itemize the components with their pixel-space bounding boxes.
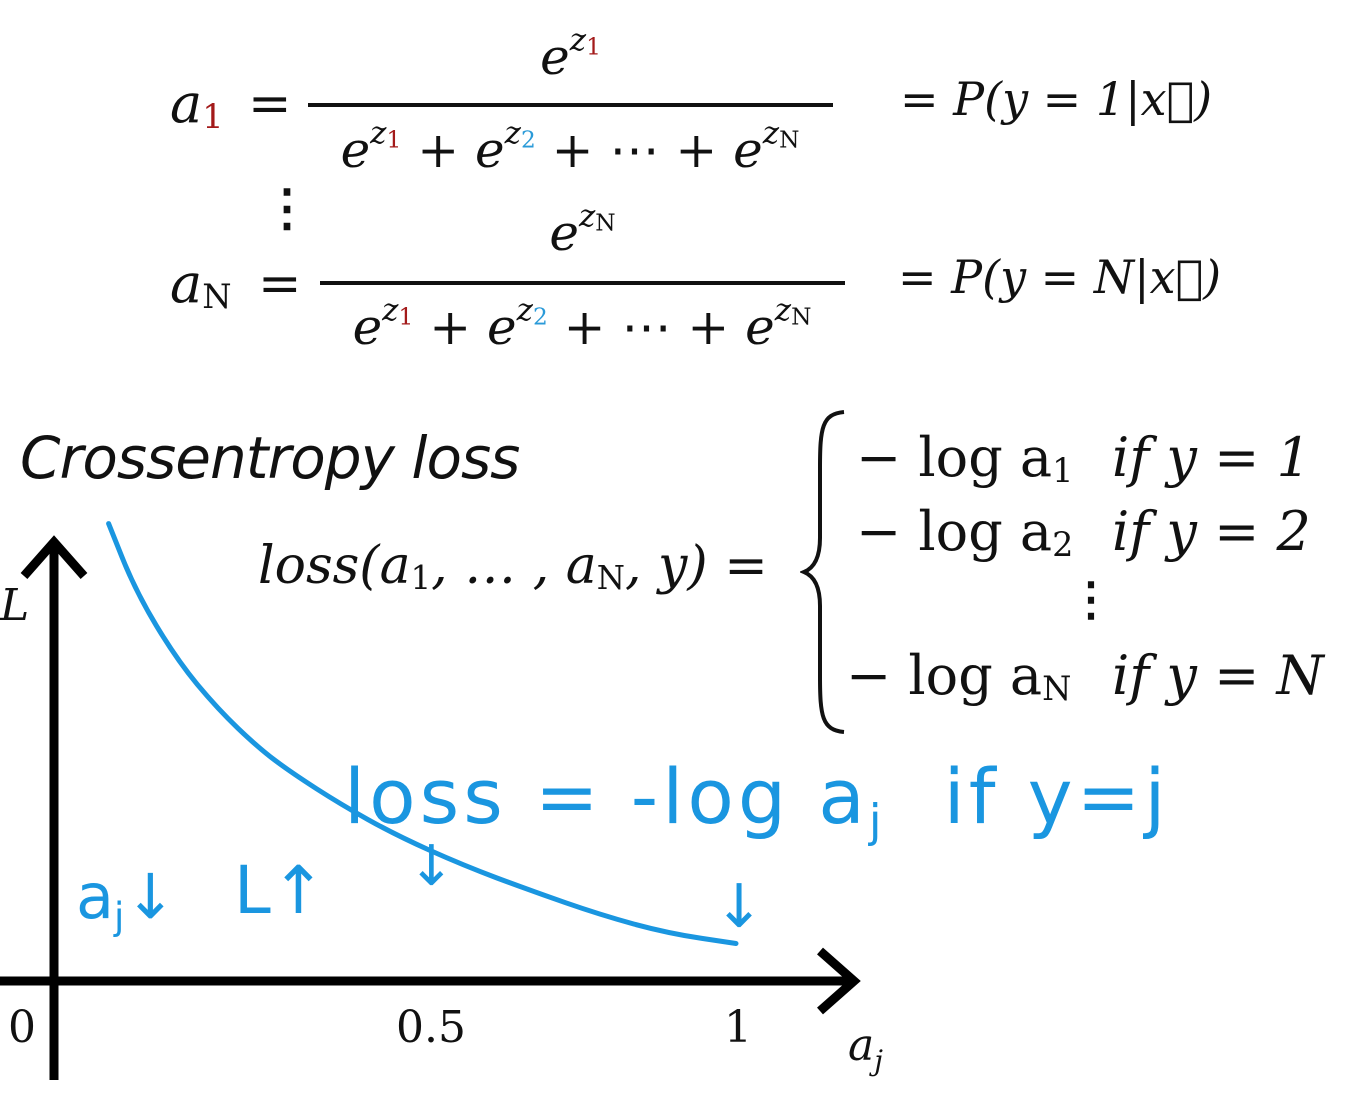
eq-aN-den-dots: + ⋯ +	[563, 298, 730, 357]
case-N-expr: − log a	[846, 644, 1043, 707]
loss-lhs-start: loss(a	[258, 536, 411, 596]
eq-aN-num-sup-var: z	[578, 198, 596, 234]
case-1-expr: − log a	[856, 426, 1053, 489]
case-row-1: − log a1	[856, 426, 1073, 490]
loss-curve-line	[106, 521, 739, 946]
y-axis-arrowhead	[20, 535, 88, 579]
eq-a1-den-t2-sub: 2	[520, 126, 536, 154]
handwritten-loss-note: loss = -log aj if y=j	[344, 752, 1169, 848]
handwritten-loss-note-text: loss = -log a	[344, 752, 869, 841]
y-axis-label: L	[0, 580, 29, 631]
case-N-cond: if y = N	[1112, 644, 1324, 707]
eq-aN-lhs: aN	[170, 252, 232, 316]
case-1-cond: if y = 1	[1112, 426, 1311, 489]
eq-aN-equals: =	[258, 254, 302, 314]
handwritten-L-up-arrow: ↑	[270, 852, 327, 929]
handwritten-aj-down-sub: j	[114, 894, 125, 939]
eq-aN-fraction-bar	[320, 281, 845, 285]
eq-a1-numerator: ez1	[308, 22, 833, 86]
case-2-cond: if y = 2	[1112, 500, 1311, 563]
loss-chart: L 0 0.5 1 aj	[0, 521, 883, 1080]
eq-a1-rhs: = P(y = 1|x⃗)	[900, 72, 1213, 126]
eq-a1-den-dots: + ⋯ +	[551, 121, 718, 180]
crossentropy-title: Crossentropy loss	[20, 424, 520, 492]
eq-a1-num-sup-sub: 1	[586, 33, 601, 61]
eq-a1-fraction-bar	[308, 103, 833, 107]
x-axis-arrowhead	[817, 947, 861, 1015]
handwritten-loss-note-cond: if y=j	[943, 752, 1170, 841]
x-tick-label-1: 1	[724, 1002, 752, 1053]
eq-aN-num-sup-sub: N	[595, 209, 616, 237]
handwritten-arrow-right: ↓	[714, 872, 765, 942]
case-2-expr: − log a	[856, 500, 1053, 563]
case-N-sub: N	[1042, 669, 1072, 709]
handwritten-aj-down-arrow: ↓	[124, 860, 177, 933]
eq-a1-num-base: e	[540, 28, 570, 87]
handwritten-aj-down: aj↓	[76, 860, 176, 938]
loss-lhs-end: , y) =	[625, 536, 768, 596]
handwritten-aj-down-a: a	[76, 860, 114, 933]
eq-a1-denominator: ez1 + ez2 + ⋯ + ezN	[340, 115, 800, 180]
eq-a1-lhs-sub: 1	[202, 97, 224, 137]
case-2-sub: 2	[1052, 525, 1074, 565]
eq-aN-den-tN-sub: N	[791, 303, 812, 331]
eq-aN-denominator: ez1 + ez2 + ⋯ + ezN	[352, 292, 812, 357]
case-1-sub: 1	[1052, 451, 1074, 491]
loss-lhs-sub1: 1	[410, 558, 432, 597]
loss-lhs-mid: , … , a	[431, 536, 597, 596]
eq-a1-num-sup-var: z	[569, 22, 587, 58]
eq-aN-numerator: ezN	[320, 198, 845, 262]
eq-a1-lhs: a1	[170, 72, 224, 136]
cases-brace	[800, 410, 845, 734]
eq-a1-lhs-var: a	[170, 72, 203, 135]
eq-aN-den-t2-sub: 2	[532, 303, 548, 331]
case-row-2: − log a2	[856, 500, 1073, 564]
loss-lhs-subN: N	[596, 558, 625, 597]
x-axis-label: aj	[848, 1020, 883, 1077]
eq-a1-equals: =	[248, 74, 292, 134]
loss-function-lhs: loss(a1, … , aN, y) =	[258, 536, 768, 597]
x-tick-label-0.5: 0.5	[396, 1002, 466, 1053]
eq-aN-num-base: e	[549, 204, 579, 263]
eq-vdots: ⋮	[262, 178, 312, 237]
eq-aN-den-t1-sub: 1	[398, 303, 414, 331]
eq-aN-lhs-var: a	[170, 252, 203, 315]
eq-aN-lhs-sub: N	[202, 277, 232, 317]
eq-aN-rhs: = P(y = N|x⃗)	[898, 250, 1222, 304]
eq-a1-den-tN-sub: N	[779, 126, 800, 154]
eq-a1-den-t1-sub: 1	[386, 126, 402, 154]
handwritten-loss-note-sub: j	[868, 794, 886, 848]
case-row-N: − log aN	[846, 644, 1071, 708]
case-vdots: ⋮	[1068, 572, 1114, 626]
handwritten-L-up: L↑	[234, 852, 326, 929]
handwritten-L-up-L: L	[234, 852, 271, 929]
x-tick-label-0: 0	[8, 1002, 36, 1053]
